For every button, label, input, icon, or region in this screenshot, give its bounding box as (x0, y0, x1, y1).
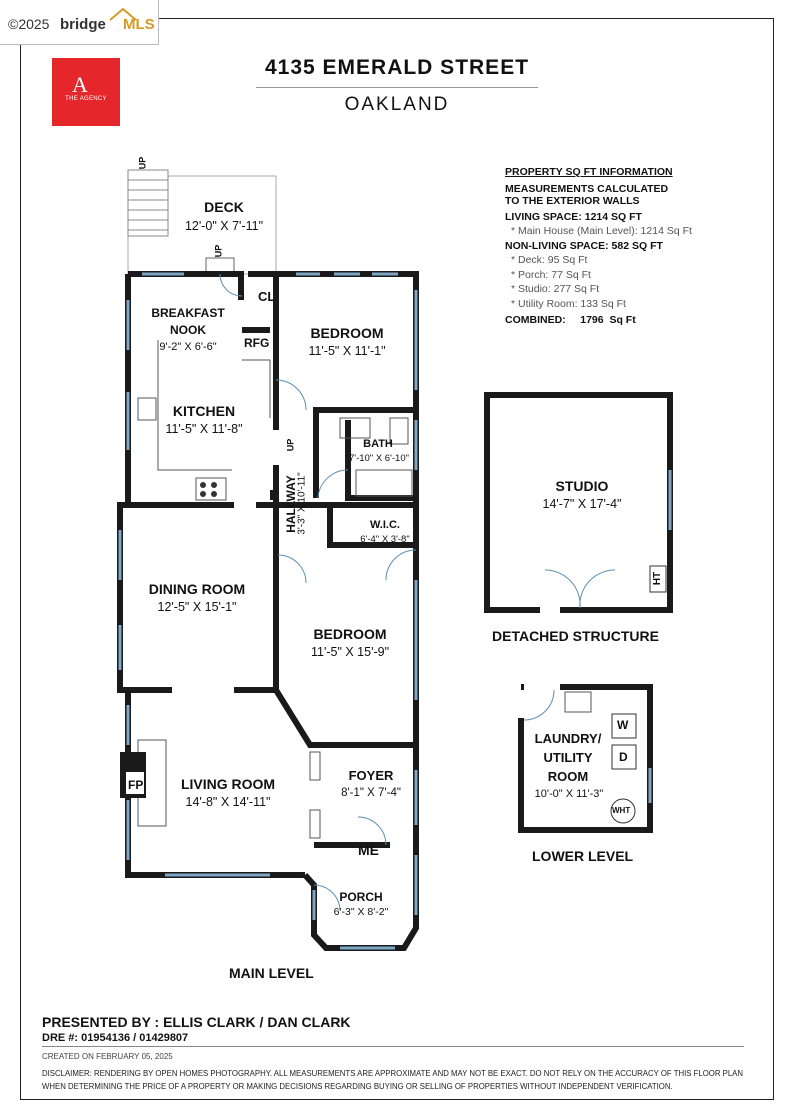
deck-stairs-up: UP (137, 156, 148, 170)
living-item: * Main House (Main Level): 1214 Sq Ft (511, 225, 692, 237)
wic-name: W.I.C. (370, 519, 400, 531)
wic-dims: 6'-4" X 3'-8" (360, 534, 410, 545)
sqft-note-1: MEASUREMENTS CALCULATED (505, 182, 669, 195)
deck-dims: 12'-0" X 7'-11" (184, 219, 264, 233)
water-heater (610, 798, 636, 824)
door-swings (219, 273, 417, 912)
studio-name: STUDIO (555, 478, 609, 494)
foyer-dims: 8'-1" X 7'-4" (341, 787, 401, 799)
disclaimer: DISCLAIMER: RENDERING BY OPEN HOMES PHOT… (42, 1069, 744, 1091)
sqft-note-2: TO THE EXTERIOR WALLS (505, 194, 640, 207)
watermark-copyright: ©2025 (8, 16, 50, 32)
bedroom2-dims: 11'-5" X 15'-9" (310, 645, 390, 659)
water-heater-label: WHT (612, 806, 631, 815)
porch-name: PORCH (339, 890, 383, 904)
nonliving-item-studio: * Studio: 277 Sq Ft (511, 283, 600, 295)
heater-label: HT (652, 571, 664, 586)
washer-label: W (617, 718, 629, 732)
living-dims: 14'-8" X 14'-11" (185, 795, 271, 809)
agency-mark: A (72, 72, 88, 97)
bedroom1-name: BEDROOM (310, 325, 384, 341)
kitchen-dims: 11'-5" X 11'-8" (165, 422, 243, 436)
footer-divider (42, 1046, 744, 1047)
studio-dims: 14'-7" X 17'-4" (542, 497, 622, 511)
main-windows (118, 272, 418, 950)
studio-doors (544, 569, 616, 609)
dryer (611, 744, 637, 770)
refrigerator-label: RFG (244, 336, 270, 350)
agency-logo: A THE AGENCY (52, 58, 120, 126)
laundry-door (523, 689, 555, 721)
closet-label: CL (258, 289, 276, 304)
laundry-name-3: ROOM (547, 769, 589, 784)
hall-stairs-up: UP (285, 438, 296, 452)
fireplace-label: FP (128, 778, 144, 792)
page-frame (20, 18, 774, 1100)
laundry-name-2: UTILITY (543, 750, 593, 765)
living-name: LIVING ROOM (180, 776, 276, 792)
nonliving-item-porch: * Porch: 77 Sq Ft (511, 268, 591, 281)
kitchen-name: KITCHEN (172, 403, 236, 419)
laundry-walls (518, 684, 653, 833)
breakfast-name-2: NOOK (170, 323, 206, 337)
hallway-dims: 3'-3" X 10'-11" (296, 472, 308, 535)
detached-structure-label: DETACHED STRUCTURE (492, 628, 659, 644)
living-space-label: LIVING SPACE: 1214 SQ FT (505, 210, 642, 223)
watermark-brand-prefix: bridge (60, 16, 106, 33)
deck-name: DECK (204, 199, 244, 215)
property-city: OAKLAND (344, 94, 450, 115)
sqft-info-panel: PROPERTY SQ FT INFORMATION MEASUREMENTS … (505, 165, 692, 328)
foyer-name: FOYER (348, 768, 394, 783)
laundry-sink (564, 691, 592, 713)
nonliving-item-utility: * Utility Room: 133 Sq Ft (511, 297, 626, 310)
breakfast-dims: 9'-2" X 6'-6" (159, 341, 217, 353)
nonliving-item-deck: * Deck: 95 Sq Ft (511, 254, 588, 266)
created-date: CREATED ON FEBRUARY 05, 2025 (42, 1052, 173, 1061)
property-address: 4135 EMERALD STREET (264, 56, 530, 79)
range-burners (200, 482, 217, 497)
mls-watermark: ©2025 bridge MLS (0, 0, 159, 45)
title-divider (256, 87, 538, 88)
deck-step-up: UP (213, 244, 224, 258)
laundry-dims: 10'-0" X 11'-3" (534, 788, 604, 800)
agency-name: THE AGENCY (65, 96, 107, 102)
breakfast-name-1: BREAKFAST (151, 306, 225, 320)
house-roof-icon (109, 7, 137, 21)
meter-label: ME (358, 842, 379, 858)
washer (611, 713, 637, 739)
presented-by: PRESENTED BY : ELLIS CLARK / DAN CLARK (42, 1014, 351, 1030)
dryer-label: D (619, 750, 628, 764)
dining-name: DINING ROOM (148, 581, 246, 597)
bath-name: BATH (363, 438, 393, 450)
nonliving-space-label: NON-LIVING SPACE: 582 SQ FT (505, 239, 663, 252)
bedroom1-dims: 11'-5" X 11'-1" (308, 344, 386, 358)
lower-level-label: LOWER LEVEL (532, 848, 634, 864)
studio-walls (484, 392, 673, 613)
porch-dims: 6'-3" X 8'-2" (333, 906, 389, 918)
deck-stairs (127, 169, 169, 237)
main-level-label: MAIN LEVEL (229, 965, 314, 981)
dre-numbers: DRE #: 01954136 / 01429807 (42, 1032, 189, 1044)
laundry-name-1: LAUNDRY/ (534, 731, 602, 746)
bedroom2-name: BEDROOM (313, 626, 387, 642)
hall-stair-mark (270, 490, 276, 500)
watermark-brand-suffix: MLS (123, 16, 155, 33)
studio-heater (649, 565, 667, 593)
bath-dims: 7'-10" X 6'-10" (348, 453, 409, 464)
sqft-heading: PROPERTY SQ FT INFORMATION (505, 166, 673, 178)
combined-total: COMBINED: 1796 Sq Ft (505, 314, 636, 326)
fireplace-label-bg (126, 772, 144, 794)
dining-dims: 12'-5" X 15'-1" (157, 600, 237, 614)
